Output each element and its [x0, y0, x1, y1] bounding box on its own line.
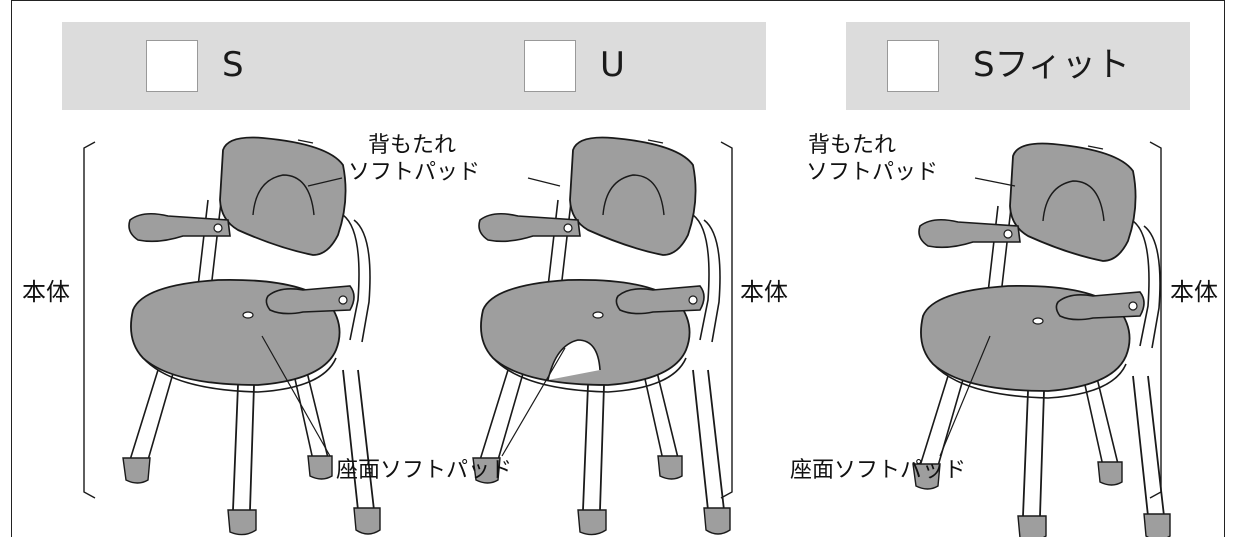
label-backrest-line1-left: 背もたれ: [368, 133, 457, 158]
label-body-3: 本体: [1170, 278, 1218, 306]
label-seat-pad-right: 座面ソフトパッド: [790, 458, 967, 483]
option-label-u: U: [600, 45, 625, 85]
leader-backrest-sfit: [974, 177, 1016, 187]
label-backrest-line1-right: 背もたれ: [808, 133, 897, 158]
leader-seat-sfit: [939, 335, 991, 457]
leader-backrest-u: [527, 177, 561, 187]
label-backrest-line2-left: ソフトパッド: [348, 160, 481, 185]
bracket-right-2: [1149, 141, 1162, 499]
label-body-1: 本体: [22, 278, 70, 306]
chair-u-illustration: [472, 136, 731, 536]
leader-seat-u: [501, 347, 566, 457]
leader-seat-s: [261, 335, 331, 457]
checkbox-u[interactable]: [524, 40, 576, 92]
checkbox-s[interactable]: [146, 40, 198, 92]
diagram-frame: [11, 0, 1225, 537]
label-backrest-line2-right: ソフトパッド: [806, 160, 939, 185]
leader-backrest-s: [307, 177, 343, 187]
bracket-right-1: [720, 141, 733, 499]
checkbox-sfit[interactable]: [887, 40, 939, 92]
option-label-s: S: [222, 45, 244, 85]
bracket-left-1: [83, 141, 96, 499]
option-label-sfit: Sフィット: [973, 45, 1130, 85]
label-body-2: 本体: [740, 278, 788, 306]
label-seat-pad-left: 座面ソフトパッド: [336, 458, 513, 483]
